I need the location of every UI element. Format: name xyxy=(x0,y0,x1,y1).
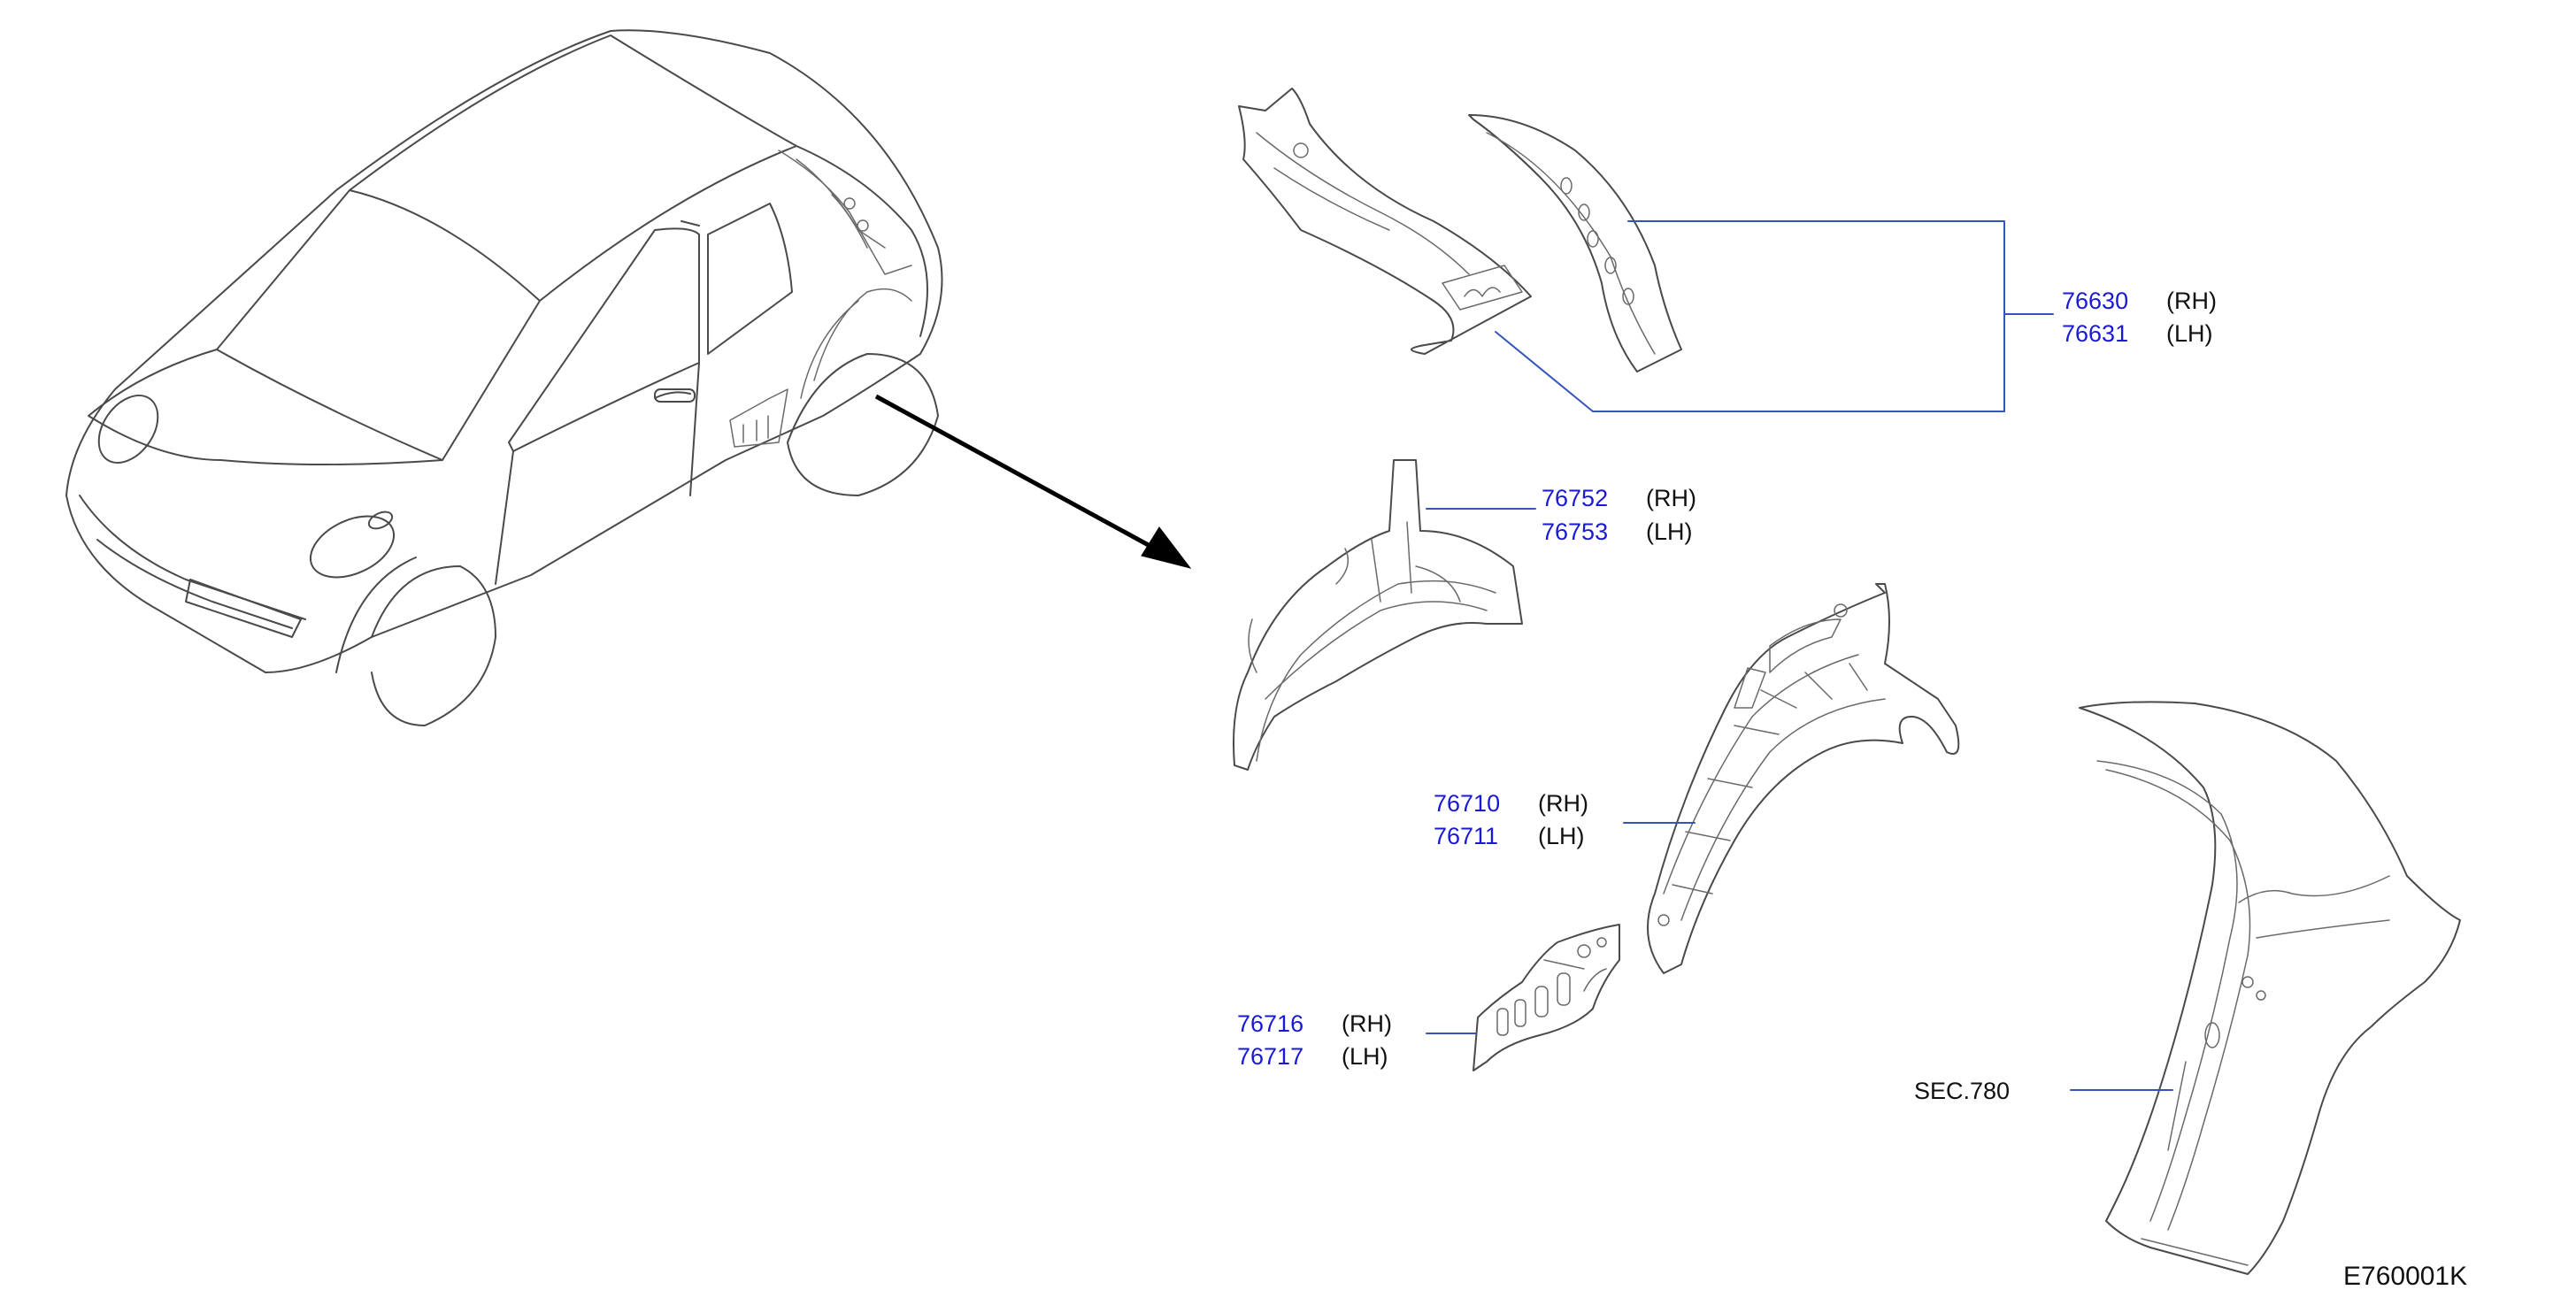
detail-arrow xyxy=(874,394,1192,569)
part-76630-illustration xyxy=(1238,88,1682,372)
side-label-rh: (RH) xyxy=(2166,288,2217,314)
side-label-rh: (RH) xyxy=(1538,790,1588,817)
part-number-76716[interactable]: 76716 xyxy=(1237,1010,1304,1037)
side-label-lh: (LH) xyxy=(1342,1043,1388,1070)
part-76716-illustration xyxy=(1473,924,1620,1071)
side-label-lh: (LH) xyxy=(2166,320,2213,347)
rear-fender-illustration xyxy=(2079,701,2461,1275)
part-number-76752[interactable]: 76752 xyxy=(1542,485,1609,511)
diagram-code: E760001K xyxy=(2343,1262,2468,1291)
side-label-lh: (LH) xyxy=(1538,823,1585,849)
part-number-76717[interactable]: 76717 xyxy=(1237,1043,1304,1070)
leader-line-76630 xyxy=(1495,220,2054,412)
part-number-76630[interactable]: 76630 xyxy=(2062,288,2129,314)
side-label-lh: (LH) xyxy=(1646,518,1693,545)
part-76752-illustration xyxy=(1233,459,1523,771)
part-number-76631[interactable]: 76631 xyxy=(2062,320,2129,347)
part-number-76711[interactable]: 76711 xyxy=(1434,823,1499,849)
part-number-76753[interactable]: 76753 xyxy=(1542,518,1609,545)
section-reference[interactable]: SEC.780 xyxy=(1914,1078,2011,1104)
side-label-rh: (RH) xyxy=(1646,485,1696,511)
car-overview-illustration xyxy=(65,29,943,726)
part-number-76710[interactable]: 76710 xyxy=(1434,790,1501,817)
side-label-rh: (RH) xyxy=(1342,1010,1392,1037)
part-76710-illustration xyxy=(1647,583,1960,974)
